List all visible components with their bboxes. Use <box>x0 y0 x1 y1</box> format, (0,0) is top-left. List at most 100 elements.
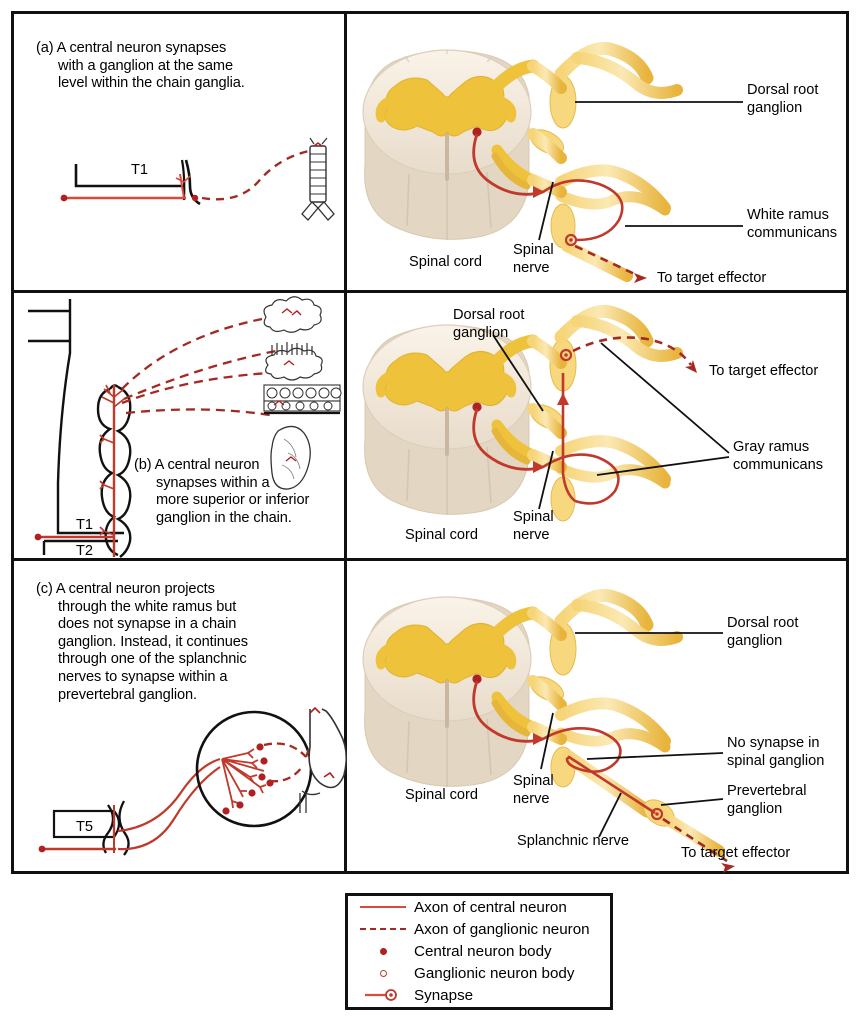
label-prevertebral-line2: ganglion <box>727 801 782 817</box>
synapse-icon <box>352 984 414 1006</box>
chain-edge-right <box>118 800 130 856</box>
central-neuron-body <box>472 402 482 412</box>
spinal-bracket <box>74 164 184 188</box>
panel-b-right: Dorsal root ganglion To target effector … <box>347 293 846 558</box>
central-neuron-body <box>472 127 482 137</box>
label-dorsal-root-ganglion-line1: Dorsal root <box>453 307 524 323</box>
legend-label: Ganglionic neuron body <box>414 964 575 982</box>
central-neuron-body-dot <box>34 533 42 541</box>
caption-line: does not synapse in a chain <box>58 616 237 633</box>
chain-right-edge <box>115 385 132 558</box>
effector-arrow <box>685 360 697 373</box>
legend-label: Synapse <box>414 986 474 1004</box>
ganglionic-axon <box>574 244 640 278</box>
label-to-target-effector: To target effector <box>709 363 818 379</box>
panel-b-caption: (b) A central neuron synapses within a m… <box>134 457 344 527</box>
ganglionic-axon <box>572 336 693 366</box>
leader-grc-lower <box>596 456 730 476</box>
panel-b-left: (b) A central neuron synapses within a m… <box>14 293 344 559</box>
panel-c-divider <box>344 561 347 871</box>
synapse-marker <box>650 807 664 821</box>
leader-prevertebral <box>660 798 724 806</box>
label-gray-ramus-line2: communicans <box>733 457 823 473</box>
level-label-t5: T5 <box>76 819 93 835</box>
central-neuron-body-dot <box>60 194 68 202</box>
panel-c-right: Dorsal root ganglion No synapse in spina… <box>347 561 846 873</box>
ganglion-branchlets <box>175 175 191 183</box>
chain-edge-left <box>102 804 115 854</box>
central-neuron-body-dot <box>38 845 46 853</box>
panel-c-anatomy: Dorsal root ganglion No synapse in spina… <box>362 561 824 873</box>
label-spinal-nerve-line1: Spinal <box>513 773 554 789</box>
label-spinal-nerve-line2: nerve <box>513 527 550 543</box>
ganglion-neurons <box>221 748 267 809</box>
neural-pathway-c <box>472 674 735 873</box>
pathway-arrow <box>533 186 545 198</box>
caption-line: with a ganglion at the same <box>58 57 233 74</box>
dashed-line-icon <box>352 918 414 940</box>
caption-line: (a) A central neuron synapses <box>36 40 227 56</box>
sympathetic-chain-graphic <box>527 561 725 857</box>
legend-box: Axon of central neuron Axon of ganglioni… <box>345 893 613 1010</box>
panel-c-schematic: T5 <box>38 706 348 856</box>
label-gray-ramus-line1: Gray ramus <box>733 439 809 455</box>
label-spinal-nerve-line1: Spinal <box>513 242 554 258</box>
ascending-axon <box>561 373 576 503</box>
splanchnic-axon-2 <box>117 757 221 833</box>
t5-box-cap <box>113 810 121 838</box>
panel-b: (b) A central neuron synapses within a m… <box>14 290 846 559</box>
central-axon-branch <box>179 173 185 199</box>
pathway-arrow <box>533 461 545 473</box>
leader-spinal-nerve <box>538 181 554 241</box>
legend-label: Axon of central neuron <box>414 898 567 916</box>
label-no-synapse-line2: spinal ganglion <box>727 753 824 769</box>
legend-item: Synapse <box>352 984 610 1006</box>
leader-grc-upper <box>600 342 730 454</box>
legend-item: Ganglionic neuron body <box>352 962 610 984</box>
label-white-ramus-line2: communicans <box>747 225 837 241</box>
effector-arrow <box>721 863 735 873</box>
caption-line: ganglion in the chain. <box>156 509 292 526</box>
legend-item: Axon of central neuron <box>352 896 610 918</box>
label-dorsal-root-ganglion-line2: ganglion <box>747 100 802 116</box>
label-spinal-cord: Spinal cord <box>409 254 482 270</box>
filled-dot-icon <box>352 940 414 962</box>
epithelium-icon <box>263 384 342 415</box>
caption-line: prevertebral ganglion. <box>58 686 197 703</box>
legend-item: Central neuron body <box>352 940 610 962</box>
label-spinal-nerve-line2: nerve <box>513 791 550 807</box>
intestine-villi-icon <box>265 342 323 381</box>
label-dorsal-root-ganglion-line1: Dorsal root <box>727 615 798 631</box>
ganglionic-axon <box>662 817 728 863</box>
synapse-dot <box>191 194 199 202</box>
synapse-marker <box>559 348 573 362</box>
pathway-arrow <box>533 733 545 745</box>
solid-line-icon <box>352 896 414 918</box>
label-spinal-cord: Spinal cord <box>405 527 478 543</box>
label-dorsal-root-ganglion-line2: ganglion <box>453 325 508 341</box>
spinal-cord-graphic <box>362 596 540 787</box>
label-spinal-nerve-line2: nerve <box>513 260 550 276</box>
label-prevertebral-line1: Prevertebral <box>727 783 807 799</box>
level-label-t1: T1 <box>131 162 148 178</box>
panel-c-left: (c) A central neuron projects through th… <box>14 561 348 871</box>
panel-a-caption: (a) A central neuron synapses with a gan… <box>36 40 326 93</box>
spinal-cord-graphic <box>362 49 540 240</box>
central-neuron-body <box>472 674 482 684</box>
ganglionic-projections <box>121 317 277 417</box>
panel-a-right: Dorsal root ganglion White ramus communi… <box>347 14 846 290</box>
panel-a-divider <box>344 14 347 290</box>
ascending-arrow <box>557 393 569 405</box>
panel-b-divider <box>344 293 347 558</box>
ganglionic-axon <box>201 148 315 201</box>
panel-b-schematic: T1 T2 <box>28 296 342 559</box>
level-label-t1: T1 <box>76 517 93 533</box>
label-spinal-nerve-line1: Spinal <box>513 509 554 525</box>
figure-container: (a) A central neuron synapses with a gan… <box>11 11 849 874</box>
label-spinal-cord: Spinal cord <box>405 787 478 803</box>
panel-a-left: (a) A central neuron synapses with a gan… <box>14 14 344 290</box>
leader-splanchnic <box>598 792 622 838</box>
synapse-marker <box>564 233 578 247</box>
leader-no-synapse <box>586 752 724 760</box>
stomach-icon <box>299 706 348 813</box>
